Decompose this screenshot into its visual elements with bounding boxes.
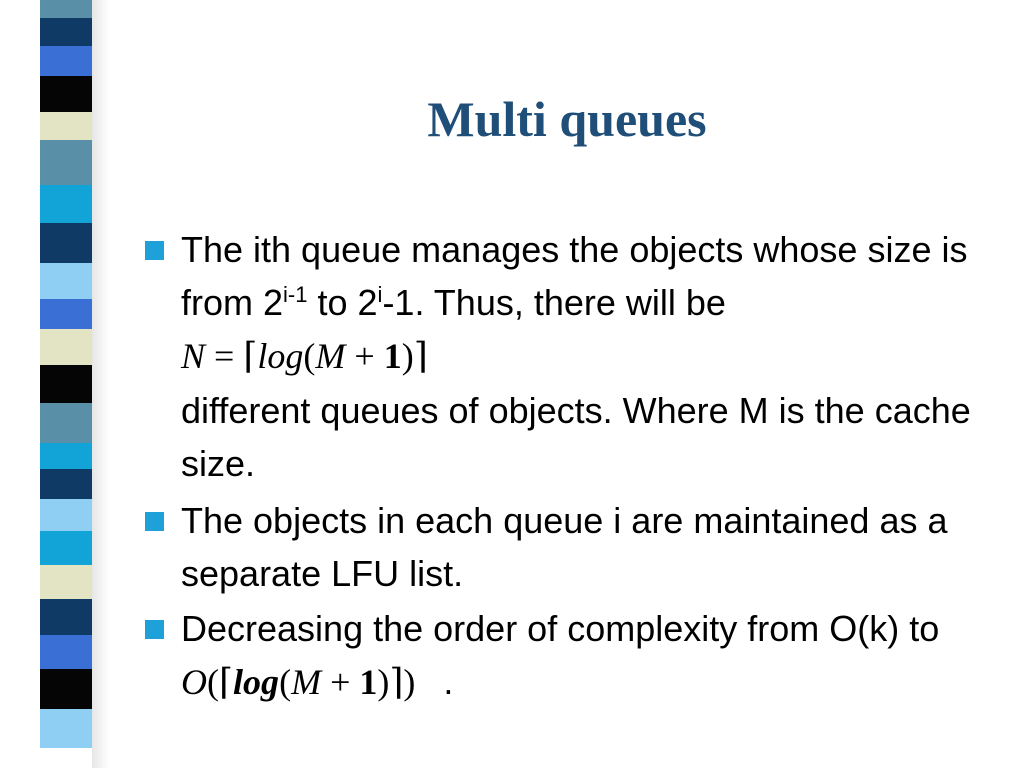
bullet-1-superscript-b: i bbox=[377, 282, 383, 307]
stripe-segment bbox=[40, 635, 92, 669]
bullet-3-text-end: . bbox=[443, 661, 454, 702]
bullet-text-1: The ith queue manages the objects whose … bbox=[181, 223, 1005, 383]
bullet-1-text-b: to 2 bbox=[307, 282, 378, 323]
formula-1-n: N bbox=[181, 336, 206, 376]
bullet-text-3: Decreasing the order of complexity from … bbox=[181, 602, 1005, 709]
stripe-segment bbox=[40, 140, 92, 185]
stripe-segment bbox=[40, 599, 92, 635]
bullet-1-continuation: different queues of objects. Where M is … bbox=[181, 390, 971, 484]
stripe-segment bbox=[40, 669, 92, 709]
formula-2-o: O bbox=[181, 662, 207, 702]
formula-1-close-paren: ) bbox=[401, 336, 414, 376]
formula-2-open-paren: ( bbox=[207, 662, 219, 702]
formula-1-close-ceil: ⌉ bbox=[413, 336, 428, 376]
stripe-segment bbox=[40, 0, 92, 18]
stripe-segment bbox=[40, 403, 92, 443]
formula-2-plus: + bbox=[330, 662, 351, 702]
bullet-text-2: The objects in each queue i are maintain… bbox=[181, 500, 948, 594]
stripe-segment bbox=[40, 112, 92, 140]
bullet-1-text-a: The ith queue manages the objects whose … bbox=[181, 229, 968, 323]
bullet-item-3: Decreasing the order of complexity from … bbox=[145, 602, 1005, 709]
formula-1-plus: + bbox=[354, 336, 375, 376]
stripe-shadow bbox=[92, 0, 110, 768]
bullet-item-2: The objects in each queue i are maintain… bbox=[145, 494, 1005, 600]
stripe-segment bbox=[40, 18, 92, 46]
bullet-square-icon bbox=[145, 512, 164, 531]
formula-2-m: M bbox=[291, 662, 322, 702]
formula-n-equals-ceil-log: N = ⌈log(M + 1)⌉ bbox=[181, 336, 428, 376]
formula-1-log: log bbox=[257, 336, 304, 376]
stripe-segment bbox=[40, 76, 92, 112]
stripe-segment bbox=[40, 223, 92, 263]
stripe-segment bbox=[40, 329, 92, 365]
stripe-segment bbox=[40, 185, 92, 223]
formula-o-ceil-log: O(⌈log(M + 1)⌉) bbox=[181, 662, 415, 702]
formula-1-m: M bbox=[315, 336, 346, 376]
stripe-segment bbox=[40, 709, 92, 748]
formula-2-open-ceil: ⌈ bbox=[219, 662, 234, 702]
formula-2-log: log bbox=[233, 662, 280, 702]
stripe-segment bbox=[40, 469, 92, 499]
formula-1-equals: = bbox=[214, 336, 235, 376]
formula-2-close-paren: ) bbox=[403, 662, 416, 702]
decorative-stripe-bar bbox=[40, 0, 92, 768]
bullet-1-text-c: -1. Thus, there will be bbox=[382, 282, 726, 323]
formula-2-inner-close: ) bbox=[377, 662, 390, 702]
stripe-segment bbox=[40, 531, 92, 565]
stripe-segment bbox=[40, 565, 92, 599]
bullet-1-superscript-a: i-1 bbox=[283, 282, 308, 307]
stripe-segment bbox=[40, 499, 92, 531]
stripe-segment bbox=[40, 299, 92, 329]
stripe-segment bbox=[40, 263, 92, 299]
formula-1-open-ceil: ⌈ bbox=[243, 336, 258, 376]
formula-1-open-paren: ( bbox=[303, 336, 316, 376]
formula-2-one: 1 bbox=[359, 662, 378, 702]
bullet-3-text-a: Decreasing the order of complexity from … bbox=[181, 608, 940, 649]
slide-title: Multi queues bbox=[427, 91, 707, 147]
bullet-square-icon bbox=[145, 241, 164, 260]
stripe-segment bbox=[40, 365, 92, 403]
bullet-square-icon bbox=[145, 620, 164, 639]
formula-2-inner-open: ( bbox=[279, 662, 292, 702]
stripe-segment bbox=[40, 443, 92, 469]
formula-2-close-ceil: ⌉ bbox=[389, 662, 404, 702]
stripe-segment bbox=[40, 46, 92, 76]
formula-1-one: 1 bbox=[383, 336, 402, 376]
bullet-item-1: The ith queue manages the objects whose … bbox=[145, 223, 1005, 383]
